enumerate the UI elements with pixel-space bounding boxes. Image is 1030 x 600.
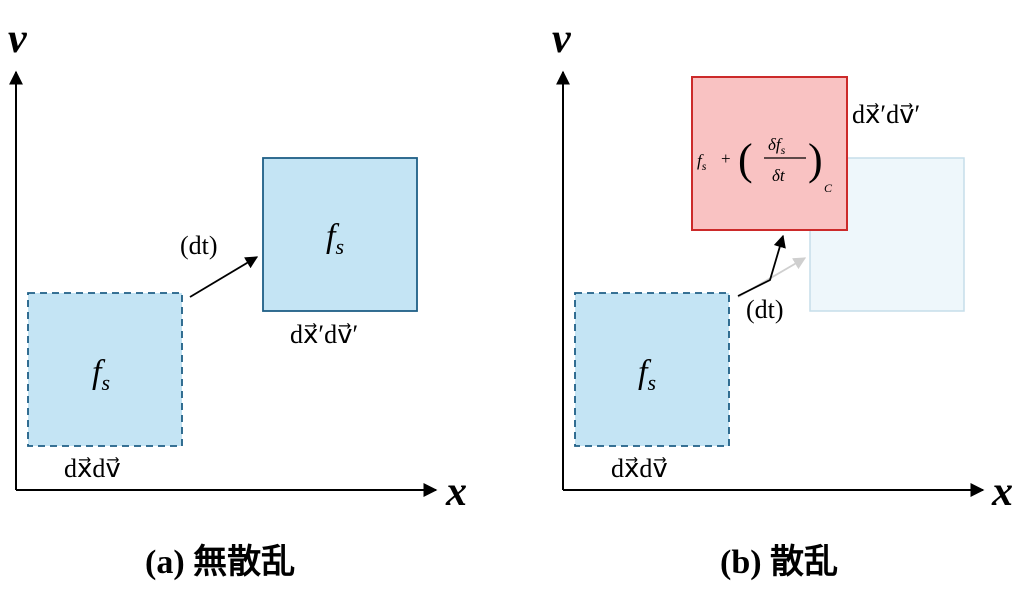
panel-a-caption: (a) 無散乱 [145,544,296,581]
panel-a-step-label: (dt) [180,231,218,260]
panel-b-initial-cell [574,292,730,447]
panel-b-step-label: (dt) [746,295,784,324]
panel-a-x-axis-label: x⃗ [445,469,500,515]
panel-a-y-axis-label: v⃗ [8,16,59,62]
svg-text:C: C [824,181,833,195]
svg-text:δt: δt [772,166,786,185]
panel-b-initial-volume-label: dx⃗dv⃗ [611,454,668,483]
panel-a: v⃗ x⃗ fs dx⃗dv⃗ (dt) fs dx⃗′dv⃗′ [8,16,500,515]
panel-a-final-cell [262,157,418,312]
svg-text:(: ( [738,135,753,184]
panel-a-transport-arrow [189,256,259,298]
svg-text:fs: fs [697,151,707,173]
svg-text:+: + [721,149,731,168]
svg-text:δfs: δfs [768,135,786,157]
panel-a-initial-volume-label: dx⃗dv⃗ [64,454,121,483]
panel-b-scattered-cell [691,76,848,231]
panel-b-x-axis-label: x⃗ [991,469,1030,515]
panel-b-caption: (b) 散乱 [720,544,839,581]
panel-a-final-volume-label: dx⃗′dv⃗′ [290,320,358,349]
panel-b-collision-formula: fs + ( δfs δt ) C [697,135,833,195]
panel-b-scatter-arrow [737,234,786,297]
panel-a-initial-cell [27,292,183,447]
panel-b-y-axis-label: v⃗ [552,16,603,62]
panel-b: v⃗ x⃗ fs dx⃗dv⃗ (dt) fs + ( δfs δt ) C d… [552,16,1030,515]
panel-b-scattered-volume-label: dx⃗′dv⃗′ [852,100,920,129]
svg-text:): ) [808,135,823,184]
